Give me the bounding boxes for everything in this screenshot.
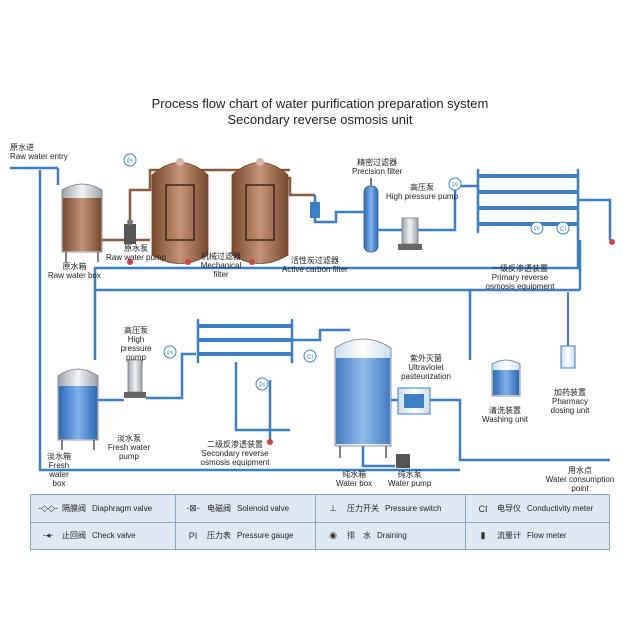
raw-water-entry-pipe [10,166,60,185]
chart-subtitle: Secondary reverse osmosis unit [227,112,413,127]
legend-solenoid-valve: -⊠- 电磁阀 Solenoid valve [176,495,316,522]
precision-filter [363,178,379,253]
legend-pressure-gauge: PI 压力表 Pressure gauge [176,522,316,549]
drain-icon: ◉ [329,530,337,540]
pressure-gauge-raw: PI [123,153,137,167]
drain-points [127,239,615,445]
pressure-gauge-hp2: PI [163,345,177,359]
legend-draining: ◉ 排 水 Draining [316,522,466,549]
high-pressure-pump-1 [398,217,422,250]
check-valve-icon: -◂- [42,530,54,540]
primary-ro-outlet [93,198,612,290]
precision-feed-pipe [310,195,364,224]
legend-flow-meter: ▮ 流量计 Flow meter [466,522,609,549]
uv-sterilizer [397,387,431,415]
pure-water-pipes [361,398,610,468]
diaphragm-valve-icon: -◇◇- [38,503,58,513]
pressure-gauge-hp1: PI [448,177,462,191]
solenoid-valve-icon: -⊠- [186,503,200,513]
secondary-feed-pipes [98,352,196,402]
pharmacy-dosing-unit [560,292,576,369]
pure-water-box [334,338,392,458]
fresh-water-loop-pipes [38,170,582,472]
legend-row-2: -◂- 止回阀 Check valve PI 压力表 Pressure gaug… [31,522,609,549]
legend: -◇◇- 隔膜阀 Diaphragm valve -⊠- 电磁阀 Solenoi… [30,494,610,550]
fresh-water-pump [124,359,146,398]
chart-title: Process flow chart of water purification… [151,96,489,111]
svg-text:PI: PI [534,227,540,233]
legend-pressure-switch: ⊥ 压力开关 Pressure switch [316,495,466,522]
washing-unit [491,359,521,397]
conductivity-meter-2: CI [303,349,317,363]
fresh-water-box [57,368,99,450]
active-carbon-filter [231,158,289,265]
secondary-ro-membranes [196,318,294,364]
conductivity-meter-icon: CI [478,503,488,514]
pressure-switch-icon: ⊥ [329,503,337,513]
raw-water-pump [124,219,136,244]
flow-meter-icon: ▮ [480,530,486,540]
legend-conductivity-meter: CI 电导仪 Conductivity meter [466,495,609,522]
mechanical-filter [151,158,209,265]
primary-ro-membranes [476,168,580,234]
raw-water-box [61,183,103,262]
pressure-gauge-ro1: PI [530,221,544,235]
legend-diaphragm-valve: -◇◇- 隔膜阀 Diaphragm valve [31,495,176,522]
svg-text:PI: PI [127,159,133,165]
primary-feed-pipes [378,184,478,232]
conductivity-meter-1: CI [556,221,570,235]
pressure-gauge-icon: PI [188,530,198,541]
legend-row-1: -◇◇- 隔膜阀 Diaphragm valve -⊠- 电磁阀 Solenoi… [31,495,609,523]
svg-text:CI: CI [307,355,313,361]
legend-check-valve: -◂- 止回阀 Check valve [31,522,176,549]
svg-text:PI: PI [259,383,265,389]
svg-text:PI: PI [167,351,173,357]
svg-text:CI: CI [560,227,566,233]
svg-text:PI: PI [452,183,458,189]
secondary-ro-outlet [234,328,350,440]
pressure-gauge-ro2: PI [255,377,269,391]
pure-water-pump [396,454,410,468]
